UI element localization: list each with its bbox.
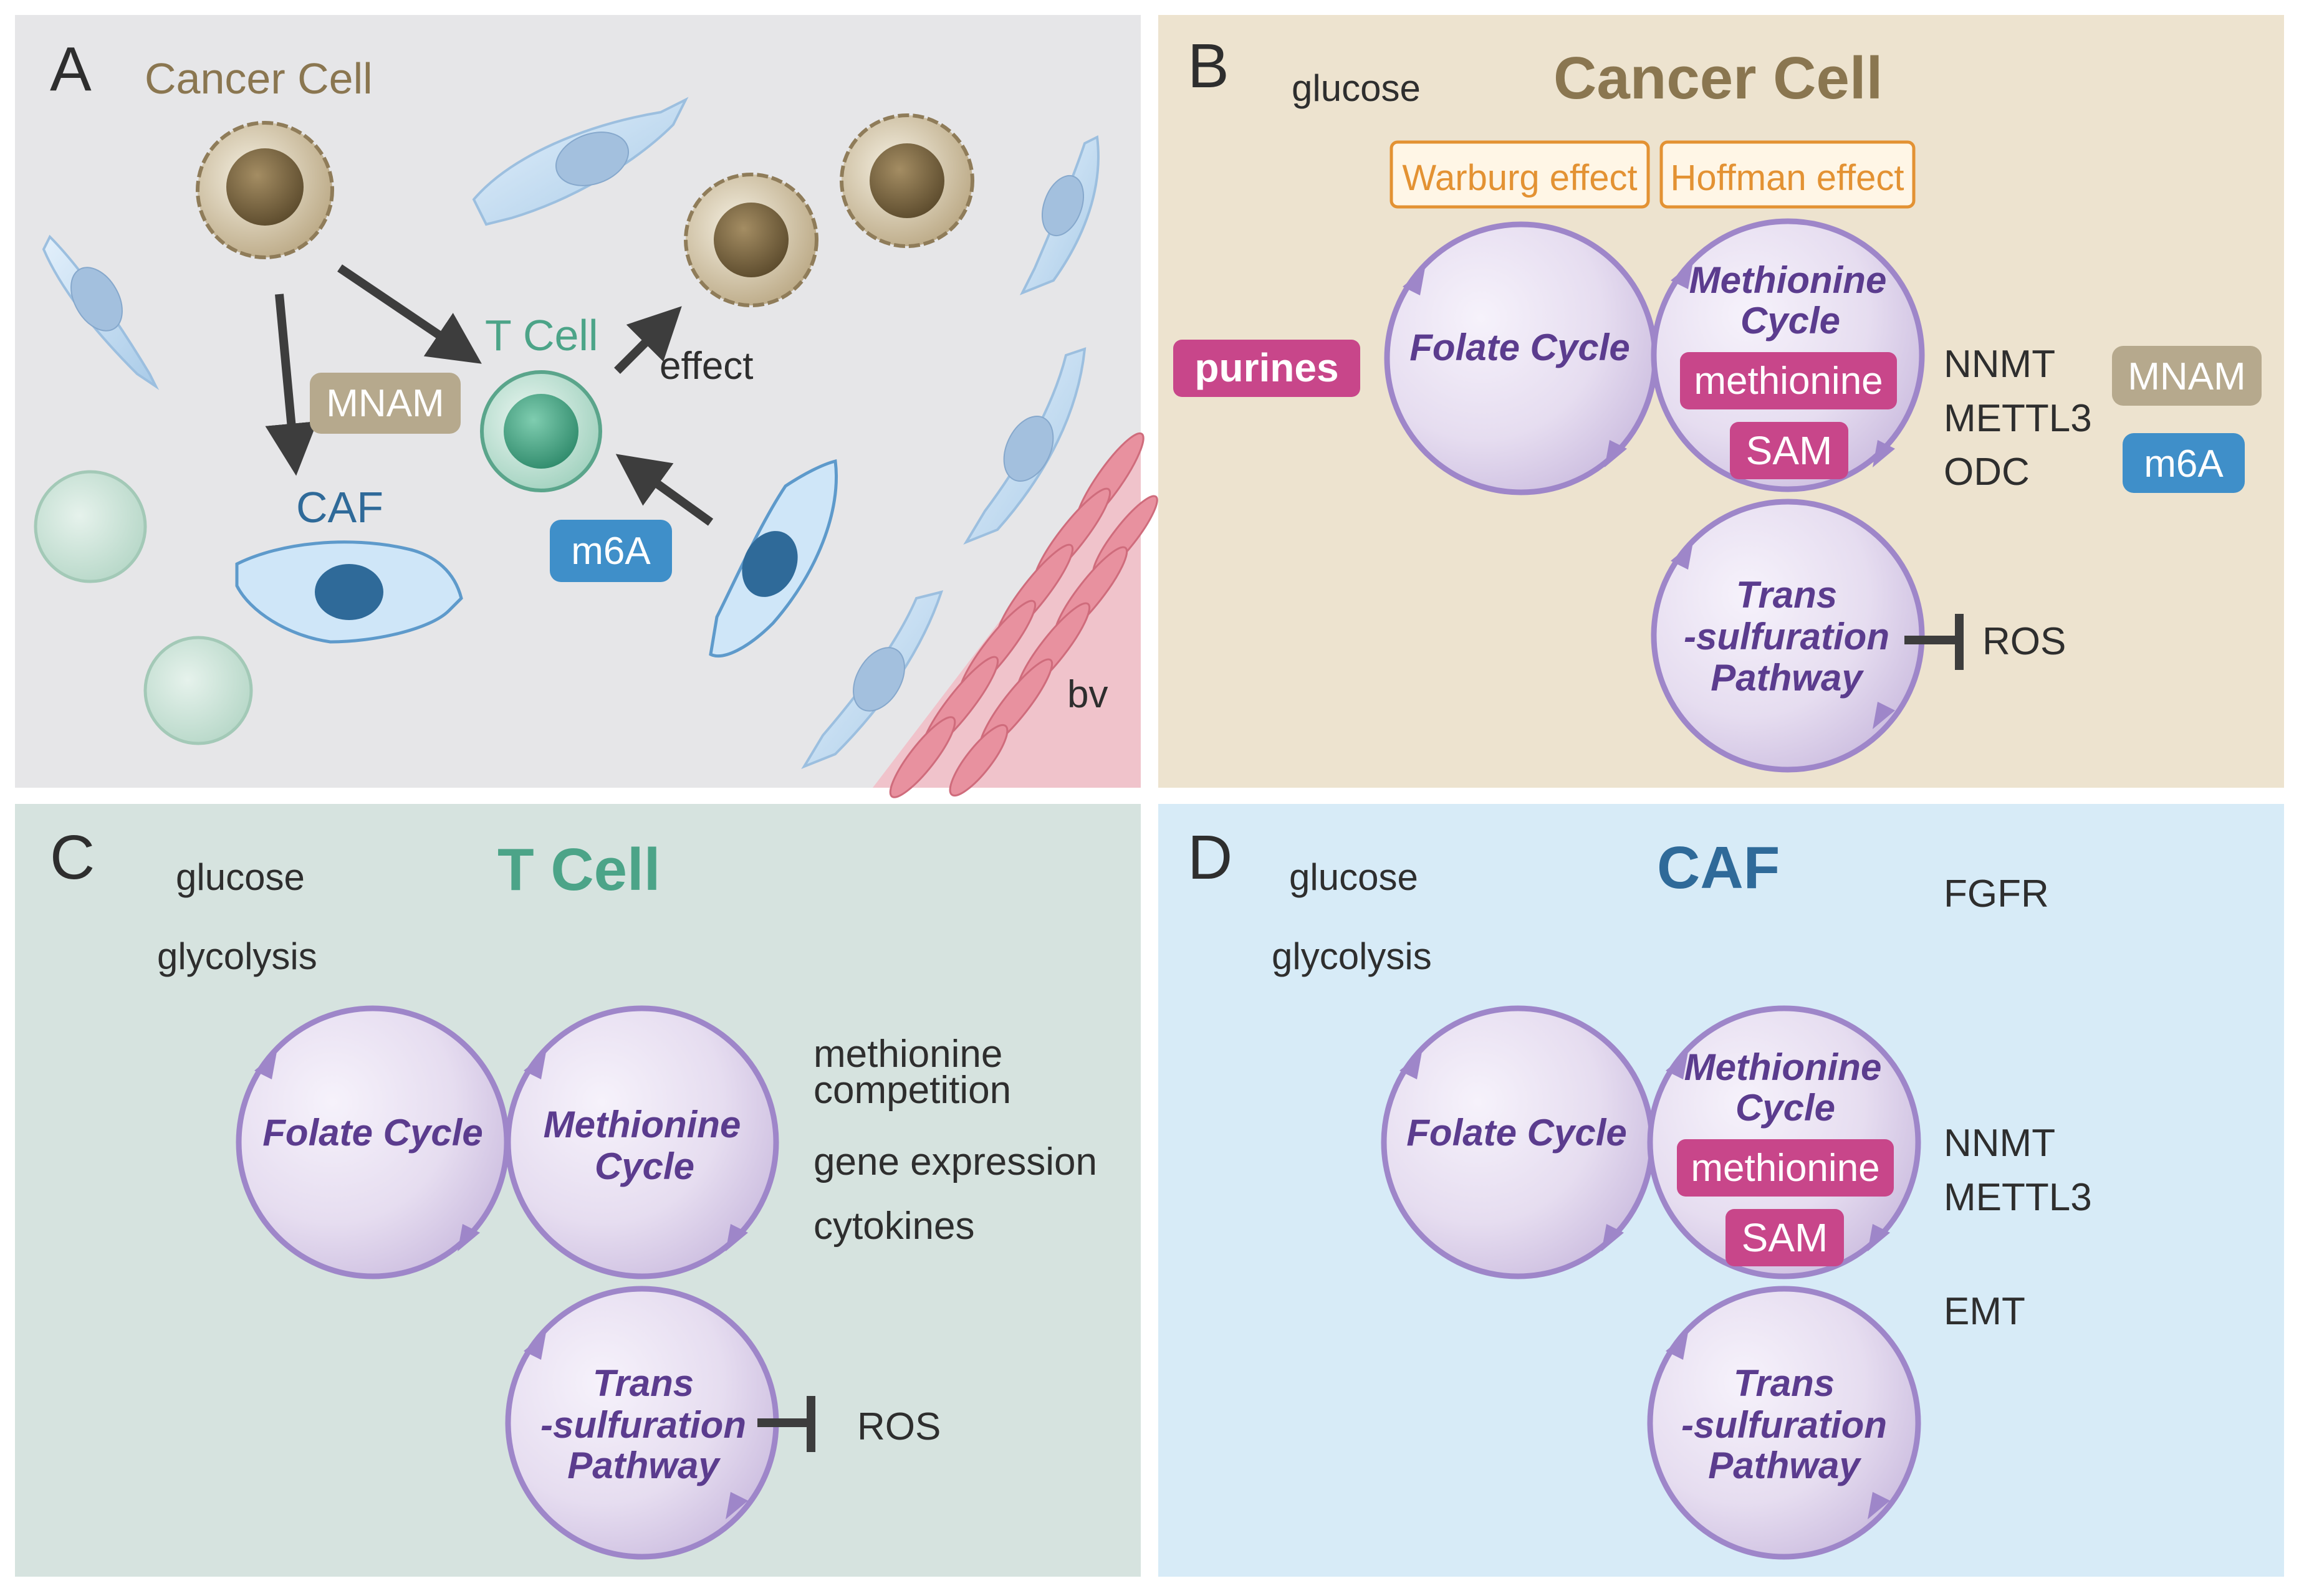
d-methionine-cycle-label-1: Methionine bbox=[1684, 1046, 1882, 1088]
panel-c-letter: C bbox=[50, 823, 95, 892]
b-trans-label-3: Pathway bbox=[1711, 657, 1864, 699]
b-sam-badge bbox=[1730, 422, 1848, 479]
b-methionine-badge-text: methionine bbox=[1694, 360, 1883, 403]
c-ros: ROS bbox=[857, 1405, 941, 1448]
d-fgfr: FGFR bbox=[1944, 872, 2049, 915]
b-folate-label: Folate Cycle bbox=[1409, 327, 1629, 368]
c-gene-expression: gene expression bbox=[814, 1140, 1097, 1183]
cancer-cell-label: Cancer Cell bbox=[145, 54, 373, 103]
b-hoffman: Hoffman effect bbox=[1670, 158, 1904, 198]
c-cytokines: cytokines bbox=[814, 1205, 974, 1248]
b-mnam-badge-text: MNAM bbox=[2128, 355, 2245, 398]
b-odc: ODC bbox=[1944, 451, 2030, 494]
c-methionine-cycle-label-1: Methionine bbox=[544, 1104, 741, 1145]
d-transsulfuration-cycle bbox=[1647, 1286, 1921, 1560]
d-cycle-arrowheads bbox=[1399, 1052, 1890, 1519]
d-sam-badge bbox=[1725, 1209, 1844, 1266]
b-title: Cancer Cell bbox=[1553, 45, 1883, 112]
b-methionine-cycle-label-1: Methionine bbox=[1689, 259, 1887, 301]
c-glycolysis: glycolysis bbox=[157, 935, 317, 977]
d-glycolysis: glycolysis bbox=[1272, 935, 1432, 977]
purines-badge bbox=[1173, 340, 1360, 397]
t-cell bbox=[480, 370, 602, 492]
panel-c bbox=[15, 804, 1141, 1577]
b-nnmt: NNMT bbox=[1944, 343, 2055, 386]
c-trans-label-2: -sulfuration bbox=[540, 1404, 746, 1446]
b-mnam-badge bbox=[2112, 346, 2262, 406]
d-trans-label-1: Trans bbox=[1734, 1362, 1835, 1404]
d-methionine-cycle-label-2: Cycle bbox=[1735, 1087, 1835, 1129]
a-mnam-badge: MNAM bbox=[326, 382, 444, 425]
d-mettl3: METTL3 bbox=[1944, 1176, 2092, 1219]
panel-a-letter: A bbox=[50, 34, 92, 104]
a-m6a-badge: m6A bbox=[571, 530, 651, 573]
b-sam-badge-text: SAM bbox=[1746, 428, 1833, 473]
warburg-box bbox=[1389, 140, 1650, 209]
panel-b bbox=[1158, 15, 2284, 788]
c-methionine-competition-1: methionine bbox=[814, 1033, 1002, 1076]
c-cycle-arrowheads bbox=[254, 1052, 748, 1519]
effect-label: effect bbox=[660, 345, 754, 388]
b-cycle-arrowheads bbox=[1403, 262, 1895, 729]
c-title: T Cell bbox=[497, 836, 660, 903]
d-trans-label-3: Pathway bbox=[1708, 1445, 1861, 1486]
d-methionine-badge-text: methionine bbox=[1691, 1147, 1879, 1190]
blood-vessel-cells bbox=[889, 432, 1158, 798]
d-sam-badge-text: SAM bbox=[1742, 1215, 1828, 1260]
c-trans-label-3: Pathway bbox=[567, 1445, 721, 1486]
b-purines: purines bbox=[1194, 345, 1338, 390]
c-methionine-cycle-label-2: Cycle bbox=[595, 1145, 694, 1187]
panel-b-letter: B bbox=[1188, 31, 1229, 101]
t-cell-label: T Cell bbox=[485, 311, 598, 360]
c-glucose: glucose bbox=[176, 856, 305, 898]
c-trans-label-1: Trans bbox=[593, 1362, 694, 1404]
b-trans-label-1: Trans bbox=[1736, 574, 1837, 616]
c-methionine-cycle bbox=[505, 1005, 779, 1279]
d-trans-label-2: -sulfuration bbox=[1681, 1404, 1887, 1446]
pale-tcell-2 bbox=[143, 636, 253, 745]
b-m6a-badge bbox=[2123, 433, 2245, 493]
c-folate-label: Folate Cycle bbox=[262, 1112, 482, 1154]
d-title: CAF bbox=[1657, 834, 1780, 901]
cancer-cell-3 bbox=[840, 113, 974, 248]
d-nnmt: NNMT bbox=[1944, 1122, 2055, 1165]
bv-label: bv bbox=[1067, 673, 1108, 716]
d-glucose: glucose bbox=[1289, 856, 1418, 898]
b-m6a-badge-text: m6A bbox=[2144, 442, 2224, 485]
panel-a bbox=[15, 15, 1158, 798]
a-m6a-badge-bg bbox=[550, 520, 672, 582]
b-warburg: Warburg effect bbox=[1402, 158, 1637, 198]
fibroblast-nucleus-right bbox=[742, 531, 798, 597]
d-methionine-badge bbox=[1677, 1139, 1894, 1197]
hoffman-box bbox=[1659, 140, 1916, 209]
fibroblast-nuclei bbox=[70, 131, 1084, 712]
a-mnam-badge-bg bbox=[310, 373, 461, 434]
b-methionine-badge bbox=[1680, 352, 1897, 409]
d-folate-label: Folate Cycle bbox=[1406, 1112, 1626, 1154]
d-emt: EMT bbox=[1944, 1290, 2025, 1333]
cancer-cell-2 bbox=[684, 173, 818, 307]
panel-d bbox=[1158, 804, 2284, 1577]
b-methionine-cycle-label-2: Cycle bbox=[1740, 300, 1840, 342]
b-trans-label-2: -sulfuration bbox=[1684, 616, 1889, 657]
pale-tcell-1 bbox=[34, 470, 147, 583]
caf-nucleus bbox=[315, 564, 383, 620]
c-methionine-competition-2: competition bbox=[814, 1069, 1011, 1112]
b-mettl3: METTL3 bbox=[1944, 397, 2092, 440]
b-ros: ROS bbox=[1982, 620, 2066, 663]
panel-a-arrows bbox=[265, 264, 714, 526]
caf-label: CAF bbox=[296, 483, 383, 532]
b-glucose: glucose bbox=[1292, 67, 1421, 109]
cancer-cell-1 bbox=[196, 121, 334, 259]
panel-d-letter: D bbox=[1188, 823, 1232, 892]
